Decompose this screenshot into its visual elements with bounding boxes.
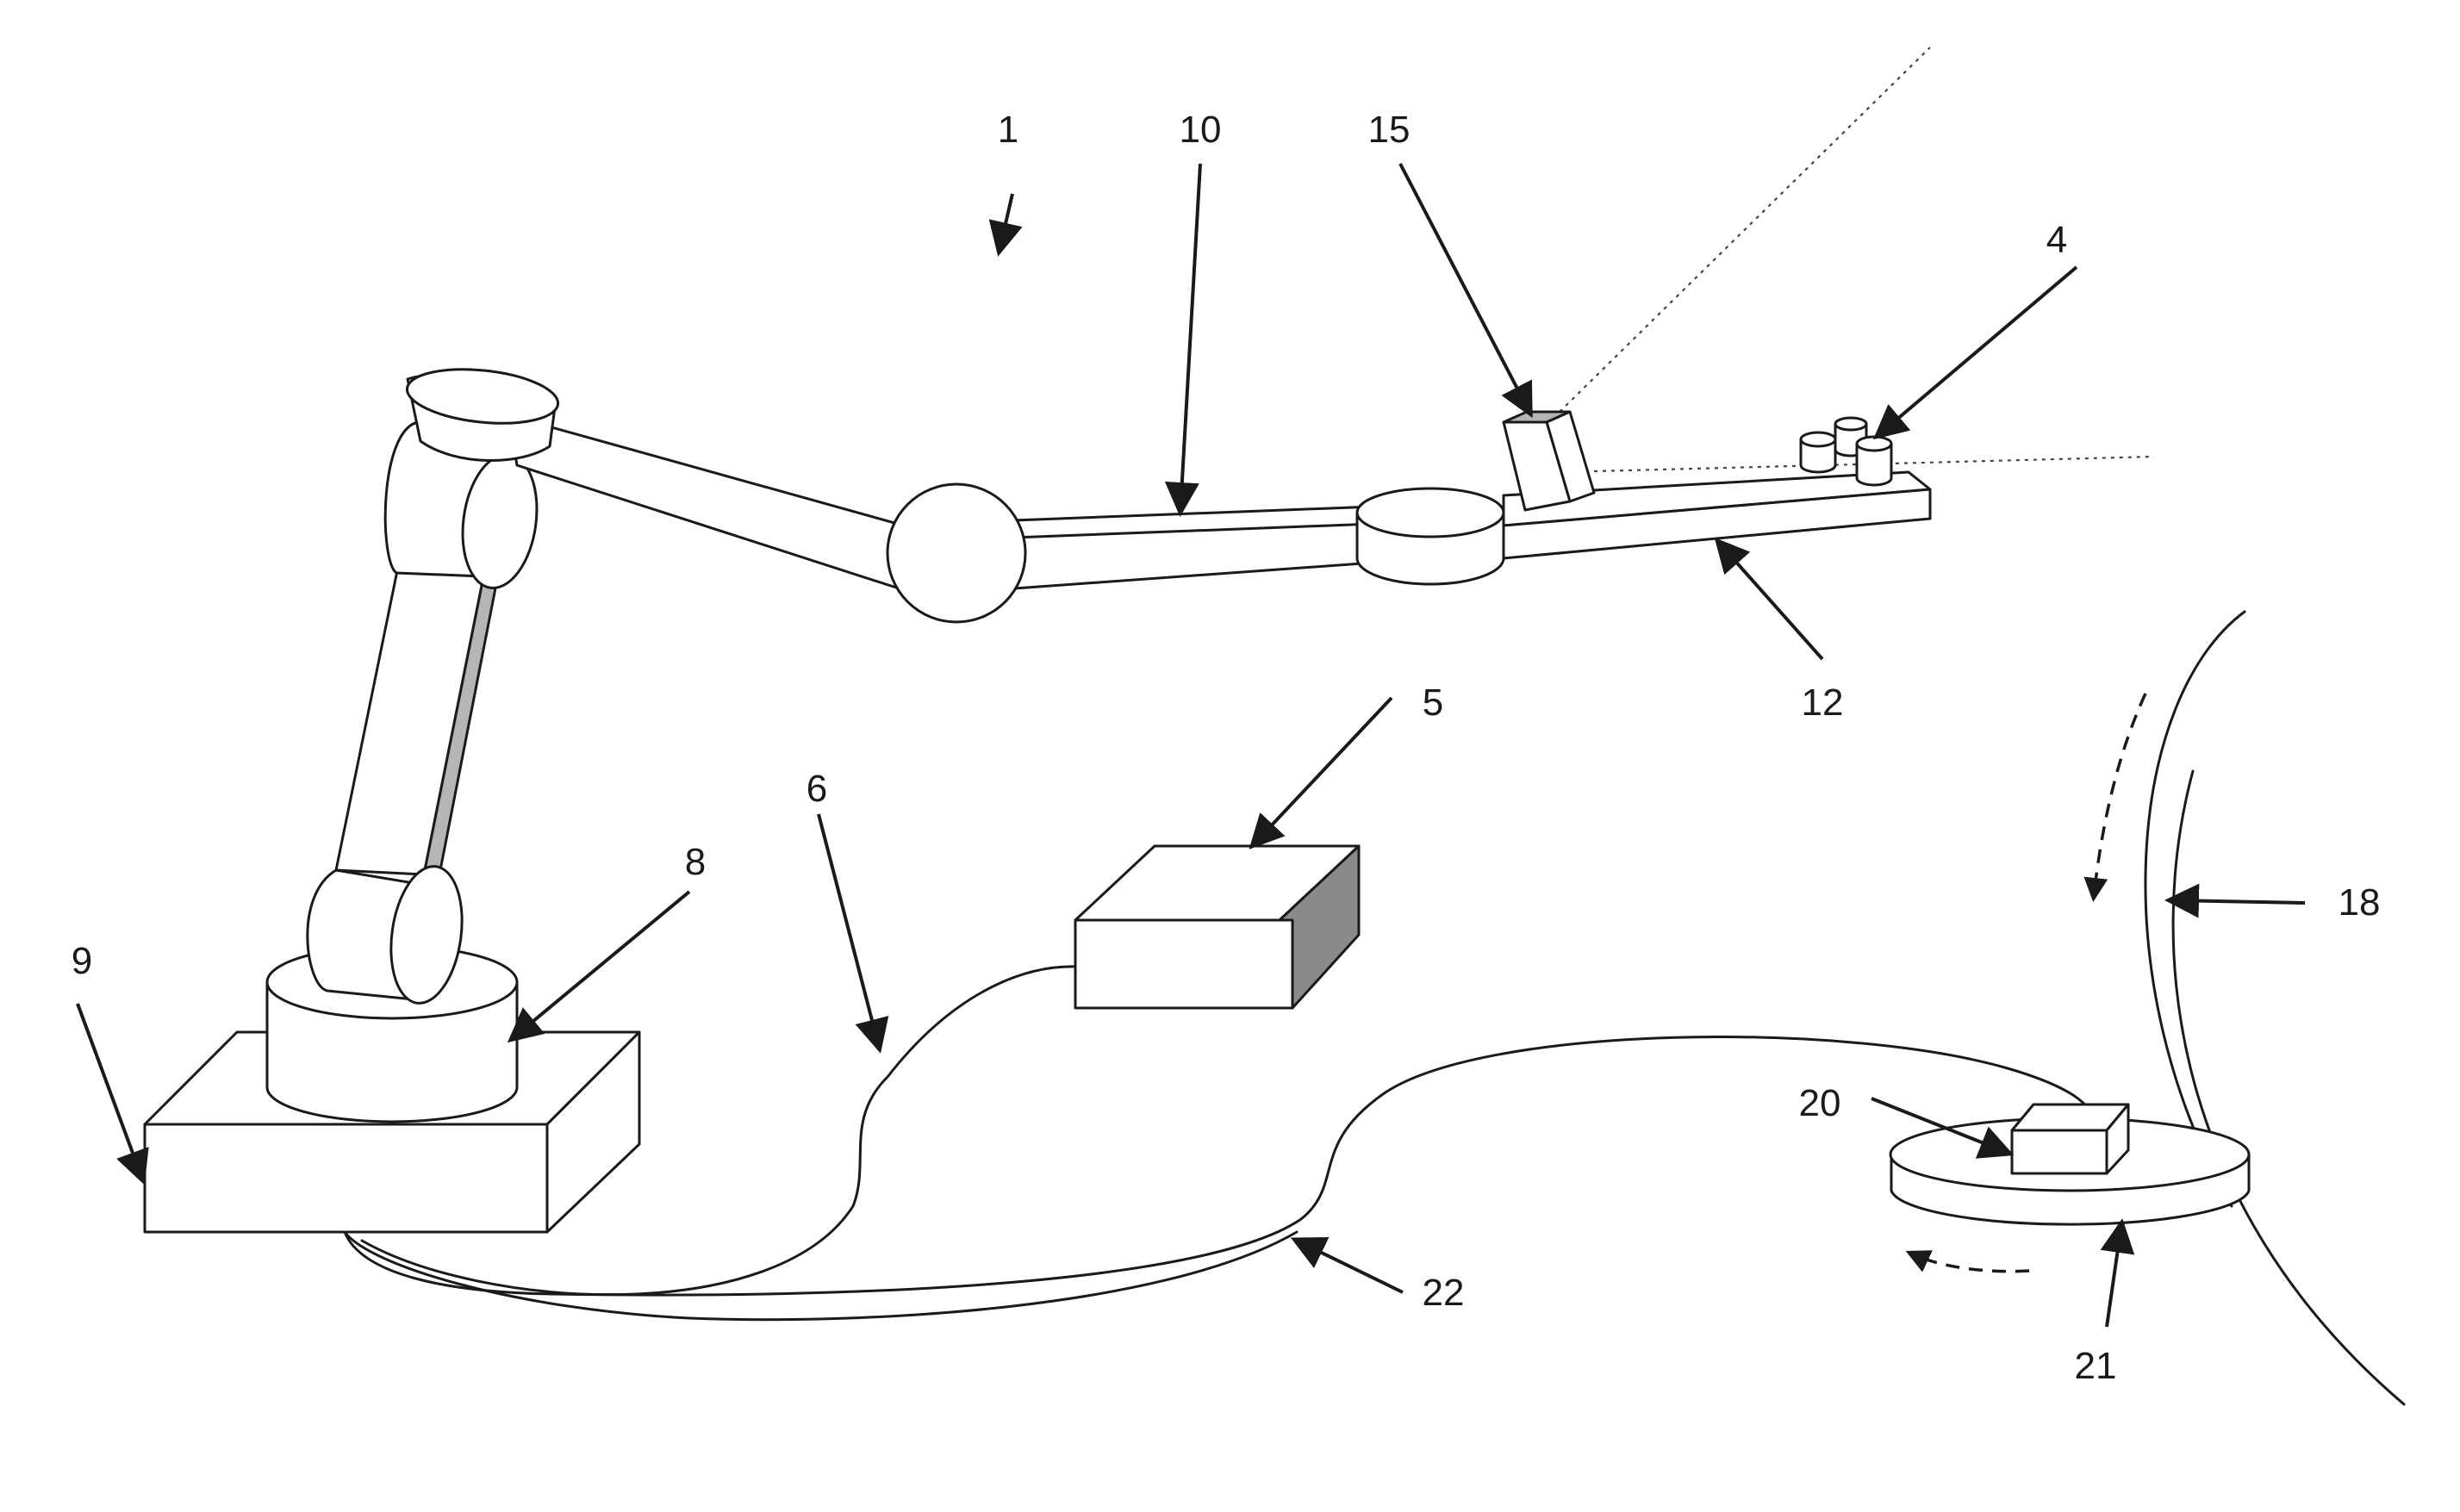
wrist-drum <box>404 363 560 461</box>
rotary-joint <box>1357 488 1504 584</box>
spherical-joint <box>887 484 1025 622</box>
label-20: 20 <box>1799 1082 1841 1124</box>
label-22: 22 <box>1423 1272 1465 1314</box>
label-6: 6 <box>807 768 827 810</box>
label-18: 18 <box>2339 881 2381 924</box>
object-on-turntable <box>2012 1104 2128 1173</box>
label-12: 12 <box>1802 681 1844 724</box>
label-4: 4 <box>2046 219 2067 261</box>
label-21: 21 <box>2075 1345 2117 1387</box>
upper-arm <box>508 415 935 594</box>
label-10: 10 <box>1180 109 1222 151</box>
label-15: 15 <box>1368 109 1411 151</box>
forearm <box>991 507 1374 590</box>
curved-surface <box>2145 612 2404 1404</box>
controller-box <box>1075 846 1359 1008</box>
rotation-arrow-drum <box>2094 694 2145 896</box>
label-8: 8 <box>685 841 706 883</box>
label-1: 1 <box>998 109 1018 151</box>
label-9: 9 <box>72 940 92 982</box>
label-5: 5 <box>1423 681 1443 724</box>
rotation-arrow-turntable <box>1911 1254 2029 1272</box>
